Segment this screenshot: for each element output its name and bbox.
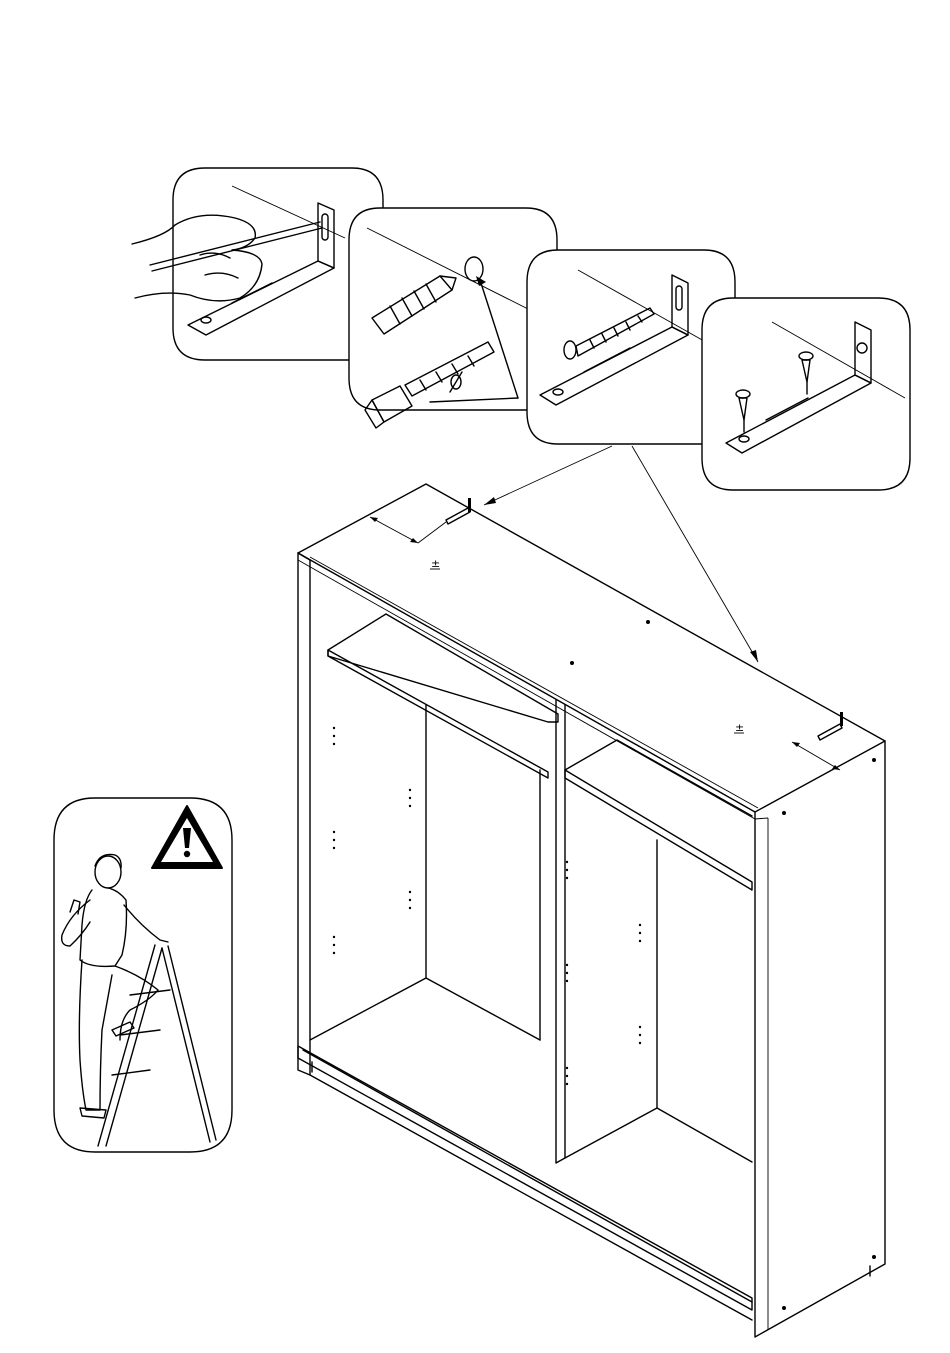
top-bracket-right [818,712,843,740]
hole-marks [333,620,876,1310]
tolerance-label-right: ± [735,721,744,734]
tolerance-label-left: ± [431,557,440,570]
warning-panel [54,798,232,1152]
detail-step-2 [349,208,557,428]
dimension-left [370,517,446,543]
detail-step-1 [132,168,383,360]
dimension-right [792,742,840,770]
wardrobe-carcass: ± ± [298,484,885,1337]
detail-step-4 [702,298,910,490]
